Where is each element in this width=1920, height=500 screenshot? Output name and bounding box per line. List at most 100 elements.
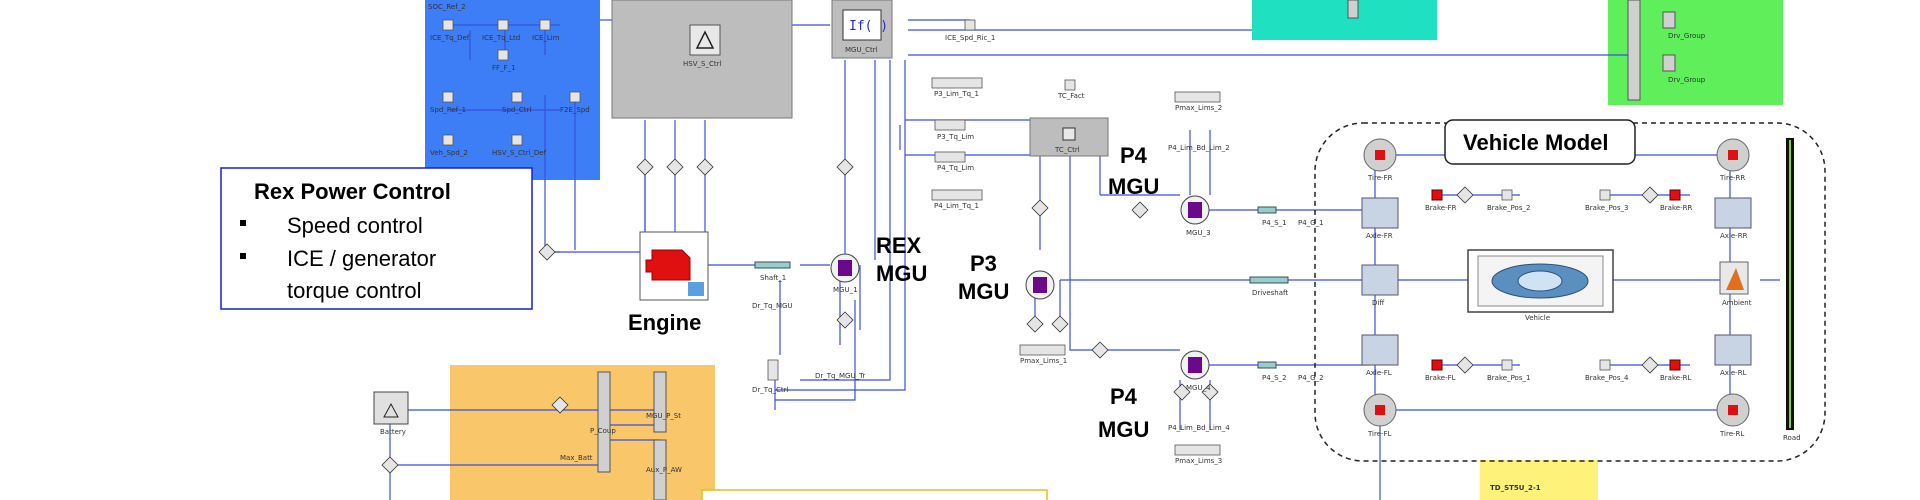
axle-rr-block[interactable] xyxy=(1714,197,1752,229)
brake-pos-2-block[interactable] xyxy=(1501,189,1513,201)
ice-tq-ltd-block[interactable] xyxy=(497,19,509,31)
p3-tq-lim-label: P3_Tq_Lim xyxy=(937,133,974,141)
mgu-2-block[interactable] xyxy=(1025,270,1055,300)
veh-spd-label: Veh_Spd_2 xyxy=(430,149,468,157)
brake-rr-label: Brake-RR xyxy=(1660,204,1692,212)
p4-lim-tq-block[interactable] xyxy=(931,189,983,201)
ice-spd-ric-block[interactable] xyxy=(964,19,976,31)
p3-mgu-label-line2: MGU xyxy=(958,279,1009,304)
battery-warning-icon xyxy=(383,402,399,418)
dr-tq-mgu-label: Dr_Tq_MGU xyxy=(752,302,793,310)
tire-fr-block[interactable] xyxy=(1363,138,1397,172)
brake-pos-3-label: Brake_Pos_3 xyxy=(1585,204,1628,212)
ice-tq-def-label: ICE_Tq_Def xyxy=(430,34,470,42)
ice-lim-block[interactable] xyxy=(539,19,551,31)
ice-spd-ric-label: ICE_Spd_Ric_1 xyxy=(945,34,995,42)
dr-tq-mgu-tr-label: Dr_Tq_MGU_Tr xyxy=(815,372,865,380)
callout-bullet-1: Speed control xyxy=(287,213,423,238)
engine-icon xyxy=(645,249,691,281)
tire-rr-block[interactable] xyxy=(1716,138,1750,172)
hsv-ctrl-block[interactable] xyxy=(611,0,793,119)
p4-s-2-label: P4_S_2 xyxy=(1262,374,1287,382)
drv-group-label-2: Drv_Group xyxy=(1668,76,1706,84)
pmax-lims-2-block[interactable] xyxy=(1174,91,1221,103)
mgu-3-block[interactable] xyxy=(1180,195,1210,225)
axle-rl-label: Axle-RL xyxy=(1720,369,1747,377)
mgu-ctrl-label: MGU_Ctrl xyxy=(845,46,878,54)
p-coup-block[interactable] xyxy=(597,371,611,473)
soc-ref-block[interactable] xyxy=(442,19,454,31)
mgu-p-st-label: MGU_P_St xyxy=(646,412,681,420)
brake-pos-3-block[interactable] xyxy=(1599,189,1611,201)
p3-tq-lim-block[interactable] xyxy=(934,119,966,131)
battery-block[interactable] xyxy=(373,391,409,425)
f2e-spd-label: F2E_Spd xyxy=(560,106,590,114)
engine-label: Engine xyxy=(628,310,701,335)
tc-fact-block[interactable] xyxy=(1064,79,1076,91)
brake-rr-block[interactable] xyxy=(1669,189,1681,201)
brake-pos-4-block[interactable] xyxy=(1599,359,1611,371)
hsv-ctrl-label: HSV_S_Ctrl xyxy=(683,60,721,68)
p4-s-1-block[interactable] xyxy=(1257,206,1277,214)
shaft-block[interactable] xyxy=(754,261,791,269)
pmax-lims-3-label: Pmax_Lims_3 xyxy=(1175,457,1222,465)
veh-spd-block[interactable] xyxy=(442,134,454,146)
driveshaft-block[interactable] xyxy=(1249,276,1289,284)
brake-rl-block[interactable] xyxy=(1669,359,1681,371)
yellow-callout-outline xyxy=(701,489,1048,500)
brake-fl-label: Brake-FL xyxy=(1425,374,1456,382)
bullet-marker xyxy=(240,253,246,259)
p4-mgu-top-label-line1: P4 xyxy=(1120,143,1148,168)
tire-fl-label: Tire-FL xyxy=(1367,430,1392,438)
diff-block[interactable] xyxy=(1361,264,1399,296)
tire-rr-label: Tire-RR xyxy=(1719,174,1745,182)
axle-rr-label: Axle-RR xyxy=(1720,232,1748,240)
brake-pos-1-block[interactable] xyxy=(1501,359,1513,371)
vehicle-label: Vehicle xyxy=(1525,314,1550,322)
tire-fl-block[interactable] xyxy=(1363,393,1397,427)
axle-rl-block[interactable] xyxy=(1714,334,1752,366)
brake-pos-4-label: Brake_Pos_4 xyxy=(1585,374,1629,382)
hsv-ctrl-def-block[interactable] xyxy=(511,134,523,146)
callout-bullet-2-line2: torque control xyxy=(287,278,422,303)
axle-blocks xyxy=(1361,197,1752,366)
ff-f-block[interactable] xyxy=(497,49,509,61)
brake-fl-block[interactable] xyxy=(1431,359,1443,371)
road-stripe xyxy=(1789,140,1791,428)
aux-p-aw-label: Aux_P_AW xyxy=(646,466,682,474)
dr-tq-ctrl-block[interactable] xyxy=(767,359,779,381)
f2e-spd-block[interactable] xyxy=(569,91,581,103)
tire-rl-block[interactable] xyxy=(1716,393,1750,427)
drv-group-block-2[interactable] xyxy=(1662,54,1676,72)
teal-region xyxy=(1252,0,1437,40)
axle-fr-block[interactable] xyxy=(1361,197,1399,229)
p4-s-2-block[interactable] xyxy=(1257,361,1277,369)
mgu-1-block[interactable] xyxy=(830,253,860,283)
p4-g-1-label: P4_G_1 xyxy=(1298,219,1324,227)
pmax-lims-3-block[interactable] xyxy=(1174,444,1221,456)
brake-fr-block[interactable] xyxy=(1431,189,1443,201)
aux-p-aw-block[interactable] xyxy=(653,439,667,500)
tc-ctrl-label: TC_Ctrl xyxy=(1054,146,1080,154)
mgu-1-label: MGU_1 xyxy=(833,286,858,294)
spd-ctrl-block[interactable] xyxy=(511,91,523,103)
p4-mgu-bottom-label-line2: MGU xyxy=(1098,417,1149,442)
p4-g-2-label: P4_G_2 xyxy=(1298,374,1324,382)
spd-ref-block[interactable] xyxy=(442,91,454,103)
driveshaft-label: Driveshaft xyxy=(1252,289,1288,297)
drv-bus-bar xyxy=(1627,0,1641,101)
p4-mgu-top-label-line2: MGU xyxy=(1108,174,1159,199)
mgu-4-block[interactable] xyxy=(1180,350,1210,380)
mgu-p-st-block[interactable] xyxy=(653,371,667,433)
spd-ctrl-label: Spd_Ctrl xyxy=(502,106,531,114)
tire-fr-label: Tire-FR xyxy=(1367,174,1393,182)
axle-fl-block[interactable] xyxy=(1361,334,1399,366)
pmax-lims-1-block[interactable] xyxy=(1019,344,1066,356)
p4-tq-lim-block[interactable] xyxy=(934,151,966,163)
drv-group-block[interactable] xyxy=(1662,11,1676,29)
p4-mgu-bottom-label-line1: P4 xyxy=(1110,384,1138,409)
p4-s-1-label: P4_S_1 xyxy=(1262,219,1287,227)
bullet-marker xyxy=(240,220,246,226)
p3-lim-tq-block[interactable] xyxy=(931,77,983,89)
